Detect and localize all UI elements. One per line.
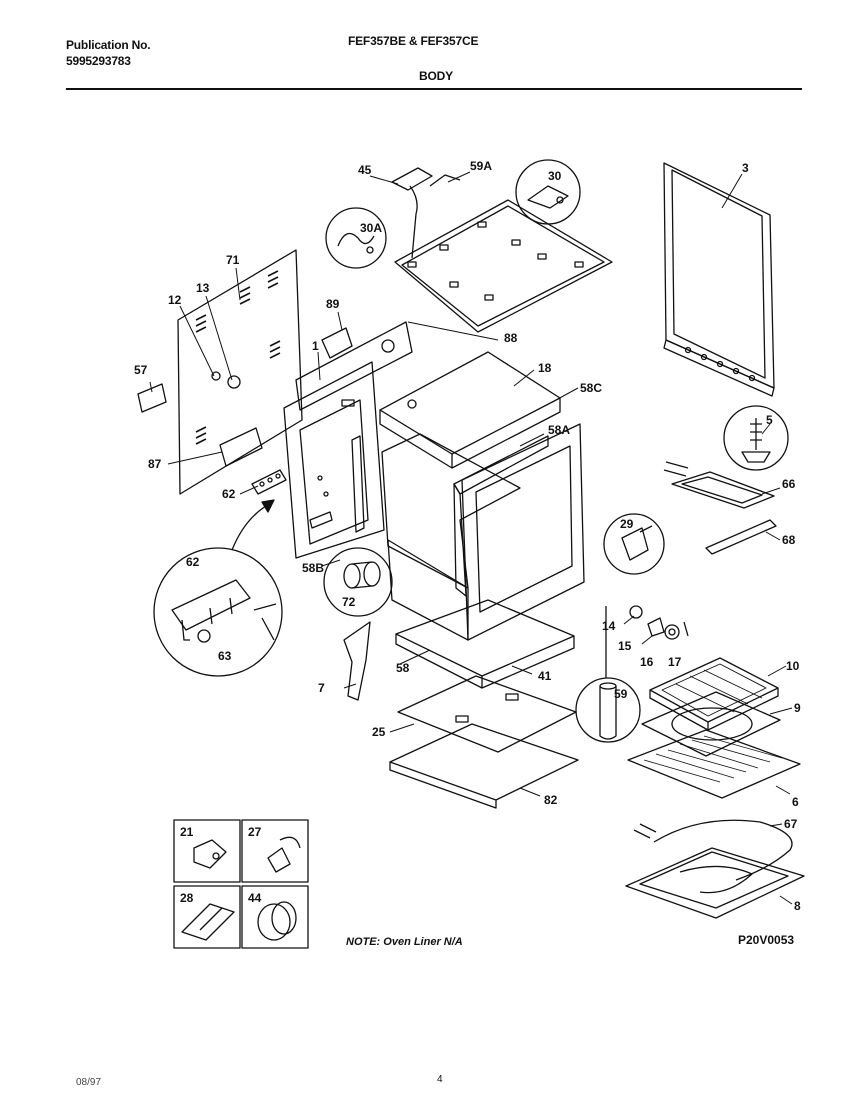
insulation-cylinder-72: [323, 547, 393, 617]
callout-30a: 30A: [360, 221, 382, 235]
publication-label: Publication No.: [66, 38, 151, 52]
callout-30: 30: [548, 169, 562, 183]
callout-12: 12: [168, 293, 182, 307]
callout-58: 58: [396, 661, 410, 675]
inset-box-28: [173, 885, 241, 949]
detail-arrowhead: [261, 499, 275, 513]
insulation-top-58c: [379, 351, 561, 469]
callout-14: 14: [602, 619, 616, 633]
callout-68: 68: [782, 533, 796, 547]
publication-number: 5995293783: [66, 54, 131, 68]
callout-88: 88: [504, 331, 518, 345]
leader-lines: [149, 171, 793, 905]
callout-3: 3: [742, 161, 749, 175]
detail-arrow: [231, 505, 267, 551]
callout-6: 6: [792, 795, 799, 809]
callout-59a: 59A: [470, 159, 492, 173]
callout-44: 44: [248, 891, 262, 905]
oven-rack-6: [627, 729, 801, 799]
callout-57: 57: [134, 363, 148, 377]
callout-58c: 58C: [580, 381, 602, 395]
callout-58a: 58A: [548, 423, 570, 437]
door-hinge-7: [343, 621, 371, 701]
broiler-drawer-8: [625, 847, 805, 919]
detail-circle-30a: [325, 207, 387, 269]
oven-cavity-frame: [387, 423, 585, 641]
callout-16: 16: [640, 655, 654, 669]
callout-62: 62: [222, 487, 236, 501]
callout-58b: 58B: [302, 561, 324, 575]
callout-labels: 45 59A 30 3 30A 71 12 13 89 88 1 57 18 5…: [134, 159, 801, 913]
section-title: BODY: [419, 69, 453, 83]
callout-41: 41: [538, 669, 552, 683]
callout-71: 71: [226, 253, 240, 267]
callout-63: 63: [218, 649, 232, 663]
bottom-panel-25: [397, 675, 577, 753]
callout-9: 9: [794, 701, 801, 715]
model-title: FEF357BE & FEF357CE: [348, 34, 479, 48]
bottom-insulation-58: [395, 599, 575, 689]
callout-82: 82: [544, 793, 558, 807]
callout-7: 7: [318, 681, 325, 695]
detail-circle-59: [575, 677, 641, 743]
callout-59: 59: [614, 687, 628, 701]
callout-87: 87: [148, 457, 162, 471]
callout-10: 10: [786, 659, 800, 673]
terminal-block-62: [251, 469, 287, 495]
callout-72: 72: [342, 595, 356, 609]
callout-67: 67: [784, 817, 798, 831]
oven-lamp-parts: [629, 605, 689, 640]
diagram-code: P20V0053: [738, 933, 795, 947]
detail-circle-5: [723, 405, 789, 471]
callout-62-detail: 62: [186, 555, 200, 569]
callout-45: 45: [358, 163, 372, 177]
page-number: 4: [437, 1074, 443, 1085]
callout-29: 29: [620, 517, 634, 531]
detail-circle-30: [515, 159, 581, 225]
callout-18: 18: [538, 361, 552, 375]
callout-28: 28: [180, 891, 194, 905]
callout-21: 21: [180, 825, 194, 839]
callout-15: 15: [618, 639, 632, 653]
footer-date: 08/97: [76, 1077, 102, 1088]
detail-circle-29: [603, 513, 665, 575]
inset-box-21: [173, 819, 241, 883]
callout-27: 27: [248, 825, 262, 839]
inset-box-27: [241, 819, 309, 883]
oven-top-panel: [394, 199, 613, 333]
inset-box-44: [241, 885, 309, 949]
back-panel-71: [177, 249, 303, 495]
callout-8: 8: [794, 899, 801, 913]
side-panel-3: [663, 162, 775, 397]
broil-element-67: [633, 819, 793, 881]
detail-circle-62: [153, 547, 283, 677]
callout-17: 17: [668, 655, 682, 669]
cabinet-front-frame: [283, 361, 385, 559]
callout-89: 89: [326, 297, 340, 311]
control-bracket-1: [295, 321, 413, 411]
label-plate-57: [137, 383, 167, 413]
callout-13: 13: [196, 281, 210, 295]
bottom-panel-82: [389, 723, 579, 809]
callout-5: 5: [766, 413, 773, 427]
callout-66: 66: [782, 477, 796, 491]
bake-element-66: [663, 461, 777, 555]
callout-1: 1: [312, 339, 319, 353]
callout-25: 25: [372, 725, 386, 739]
header-rule: [66, 88, 802, 90]
note-text: NOTE: Oven Liner N/A: [346, 936, 463, 948]
